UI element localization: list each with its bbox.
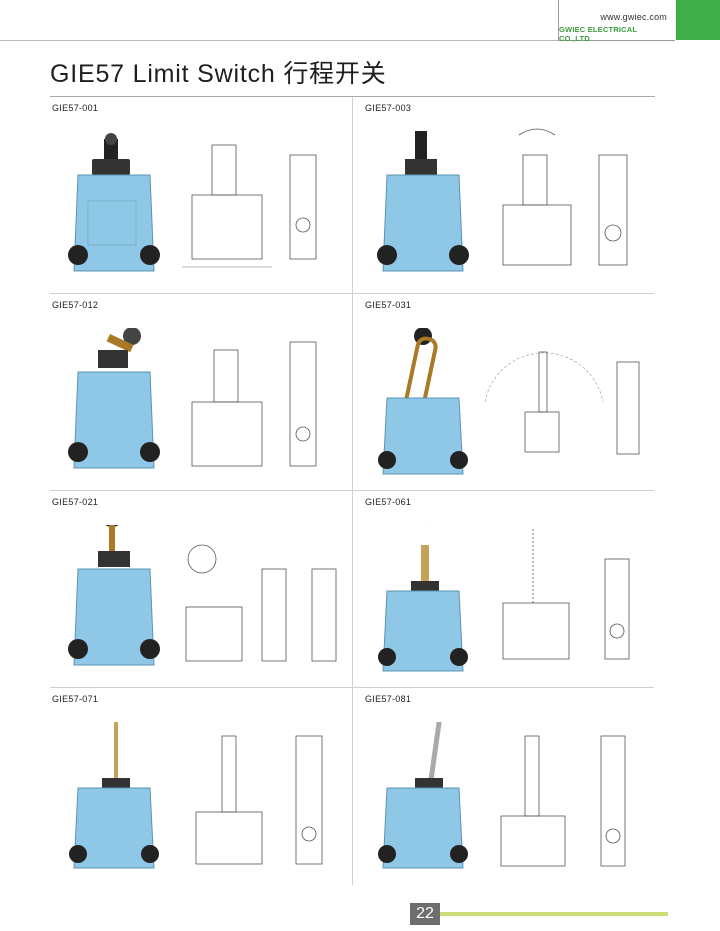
technical-drawing [182, 144, 317, 268]
product-label: GIE57-061 [365, 497, 412, 507]
product-label: GIE57-003 [365, 103, 412, 113]
product-cell: GIE57-031 [352, 294, 654, 491]
product-photo [69, 722, 159, 869]
website-url[interactable]: www.gwiec.com [600, 12, 667, 22]
product-cell: GIE57-021 [50, 491, 352, 688]
product-photo [378, 525, 468, 672]
header-accent-block [676, 0, 720, 40]
product-cell: GIE57-061 [352, 491, 654, 688]
page-title: GIE57 Limit Switch 行程开关 [50, 60, 387, 88]
header-rule [0, 40, 560, 41]
product-photo [68, 133, 160, 272]
technical-drawing [500, 735, 626, 867]
product-label: GIE57-001 [52, 103, 99, 113]
product-grid: GIE57-001 GIE57-003 [50, 97, 655, 887]
product-label: GIE57-081 [365, 694, 412, 704]
footer-accent-bar [440, 912, 668, 916]
product-cell: GIE57-081 [352, 688, 654, 885]
page-number: 22 [410, 903, 440, 925]
product-label: GIE57-031 [365, 300, 412, 310]
product-photo [68, 328, 160, 469]
product-label: GIE57-071 [52, 694, 99, 704]
technical-drawing [502, 529, 630, 660]
product-photo [378, 328, 468, 475]
product-cell: GIE57-001 [50, 97, 352, 294]
product-cell: GIE57-012 [50, 294, 352, 491]
technical-drawing [484, 351, 640, 455]
technical-drawing [191, 341, 317, 467]
title-rule [50, 96, 655, 97]
technical-drawing [185, 544, 337, 662]
product-photo [378, 722, 468, 869]
technical-drawing [502, 128, 628, 266]
product-cell: GIE57-071 [50, 688, 352, 885]
product-label: GIE57-021 [52, 497, 99, 507]
product-cell: GIE57-003 [352, 97, 654, 294]
product-photo [377, 131, 469, 272]
product-photo [68, 525, 160, 666]
company-name: GWIEC ELECTRICAL CO.,LTD [559, 25, 638, 43]
product-label: GIE57-012 [52, 300, 99, 310]
technical-drawing [195, 735, 323, 865]
header-box: www.gwiec.com GWIEC ELECTRICAL CO.,LTD [558, 0, 675, 43]
